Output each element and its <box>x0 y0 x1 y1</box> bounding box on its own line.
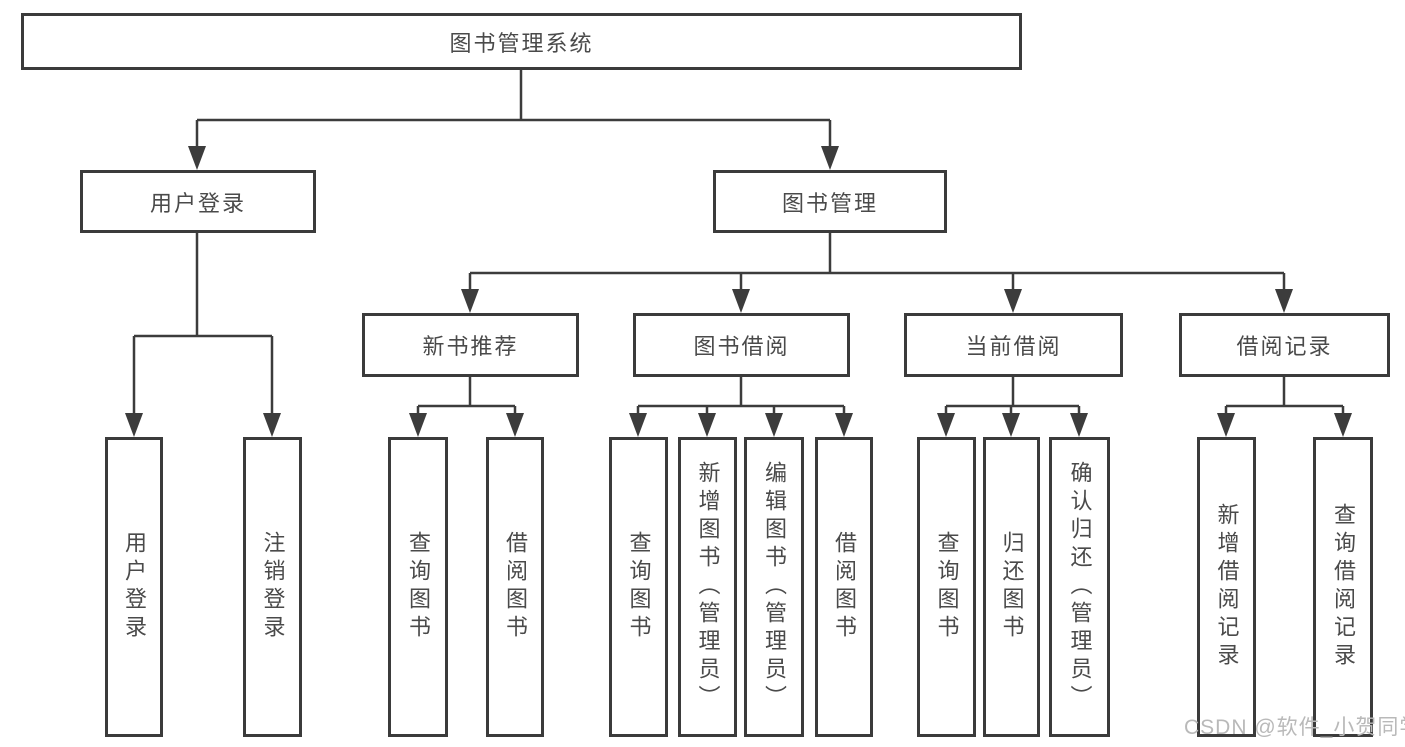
arrow-icon <box>1004 289 1022 313</box>
leaf-current-return-books: 归还图书 <box>983 437 1040 737</box>
connector-newrec-to-leaves <box>416 377 517 415</box>
node-new-book-recommend: 新书推荐 <box>362 313 579 377</box>
arrow-icon <box>506 413 524 437</box>
node-book-management: 图书管理 <box>713 170 947 233</box>
leaf-logout: 注销登录 <box>243 437 302 737</box>
arrow-icon <box>629 413 647 437</box>
node-label: 借阅图书 <box>503 531 528 643</box>
arrow-icon <box>765 413 783 437</box>
leaf-borrow-borrow-books: 借阅图书 <box>815 437 873 737</box>
node-label: 查询借阅记录 <box>1331 503 1356 671</box>
node-label: 借阅图书 <box>832 531 857 643</box>
node-label: 用户登录 <box>122 531 147 643</box>
node-label: 查询图书 <box>406 531 431 643</box>
connector-records-to-leaves <box>1224 377 1345 415</box>
connector-root-to-level2 <box>195 70 832 148</box>
leaf-current-confirm-return-admin: 确认归还（管理员） <box>1049 437 1110 737</box>
node-user-login: 用户登录 <box>80 170 316 233</box>
node-label: 确认归还（管理员） <box>1067 461 1093 713</box>
arrow-icon <box>821 146 839 170</box>
leaf-records-query-record: 查询借阅记录 <box>1313 437 1373 737</box>
leaf-borrow-edit-books-admin: 编辑图书（管理员） <box>744 437 804 737</box>
arrow-icon <box>263 413 281 437</box>
arrow-icon <box>698 413 716 437</box>
node-label: 图书借阅 <box>693 334 790 359</box>
arrow-icon <box>835 413 853 437</box>
node-label: 注销登录 <box>260 531 286 643</box>
node-borrow-records: 借阅记录 <box>1179 313 1390 377</box>
arrow-icon <box>1217 413 1235 437</box>
connector-borrow-to-leaves <box>636 377 846 415</box>
node-label: 用户登录 <box>149 190 246 216</box>
arrow-icon <box>125 413 143 437</box>
node-label: 归还图书 <box>999 531 1025 643</box>
node-label: 新书推荐 <box>422 334 519 359</box>
node-label: 图书管理系统 <box>449 30 594 56</box>
arrow-icon <box>1275 289 1293 313</box>
node-label: 图书管理 <box>781 190 878 216</box>
node-current-borrow: 当前借阅 <box>904 313 1123 377</box>
node-label: 新增借阅记录 <box>1214 503 1240 671</box>
arrow-icon <box>1334 413 1352 437</box>
arrow-icon <box>409 413 427 437</box>
leaf-borrow-query-books: 查询图书 <box>609 437 668 737</box>
leaf-records-add-record: 新增借阅记录 <box>1197 437 1256 737</box>
csdn-watermark: CSDN @软件_小贺同学 <box>1184 716 1405 739</box>
node-label: 当前借阅 <box>965 334 1062 359</box>
node-label: 新增图书（管理员） <box>695 461 721 713</box>
arrow-icon <box>1070 413 1088 437</box>
leaf-recommend-borrow-books: 借阅图书 <box>486 437 544 737</box>
leaf-recommend-query-books: 查询图书 <box>388 437 448 737</box>
node-label: 查询图书 <box>934 531 960 643</box>
arrow-icon <box>188 146 206 170</box>
arrow-icon <box>732 289 750 313</box>
node-root-library-system: 图书管理系统 <box>21 13 1022 70</box>
leaf-borrow-add-books-admin: 新增图书（管理员） <box>678 437 737 737</box>
node-label: 编辑图书（管理员） <box>762 461 787 713</box>
leaf-user-login: 用户登录 <box>105 437 163 737</box>
leaf-current-query-books: 查询图书 <box>917 437 976 737</box>
arrow-icon <box>937 413 955 437</box>
connector-userlogin-to-leaves <box>132 233 274 415</box>
arrow-icon <box>461 289 479 313</box>
node-label: 查询图书 <box>626 531 652 643</box>
node-label: 借阅记录 <box>1236 334 1333 359</box>
connector-current-to-leaves <box>944 377 1081 415</box>
arrow-icon <box>1002 413 1020 437</box>
node-book-borrow: 图书借阅 <box>633 313 850 377</box>
connector-bookmgmt-to-level3 <box>468 233 1286 291</box>
